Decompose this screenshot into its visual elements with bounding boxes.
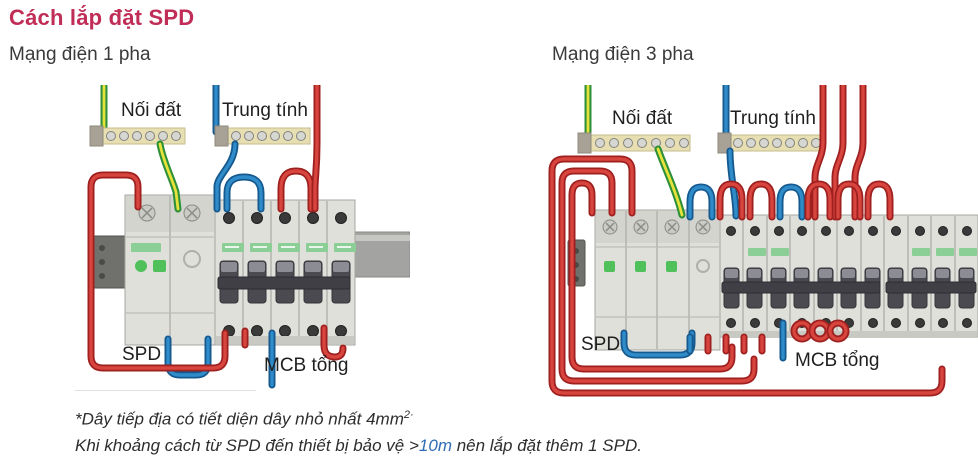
- mounting-bracket: [90, 235, 130, 289]
- footnote-line1-sup: 2: [403, 409, 410, 421]
- footnote-line1-dot: ·: [410, 409, 414, 421]
- footnote-line2-suffix: nên lắp đặt thêm 1 SPD.: [452, 435, 642, 455]
- earth-wire: [156, 140, 182, 213]
- label-spd-1ph: SPD: [122, 344, 162, 365]
- neutral-busbar: [214, 125, 311, 147]
- breaker-bank: [214, 199, 356, 346]
- footnote-line2: Khi khoảng cách từ SPD đến thiết bị bảo …: [75, 433, 642, 459]
- footnote-line1: *Dây tiếp địa có tiết diện dây nhỏ nhất …: [75, 402, 642, 433]
- earth-busbar: [89, 125, 186, 147]
- breaker-bank: [719, 214, 978, 338]
- top-feed-wires: [584, 85, 730, 141]
- spd-device: [124, 194, 216, 346]
- label-spd-3ph: SPD: [581, 334, 621, 355]
- spd-device: [594, 209, 721, 351]
- label-earth-1ph: Nối đất: [121, 100, 182, 121]
- subtitle-single-phase: Mạng điện 1 pha: [9, 44, 151, 65]
- earth-busbar: [577, 132, 691, 154]
- phase-wires: [548, 85, 946, 397]
- label-neutral-1ph: Trung tính: [222, 100, 308, 121]
- neutral-busbar: [717, 132, 821, 154]
- three-phase-photo: [548, 85, 978, 397]
- label-mcb-1ph: MCB tổng: [264, 355, 349, 376]
- page-title: Cách lắp đặt SPD: [9, 5, 195, 30]
- label-earth-3ph: Nối đất: [612, 108, 673, 129]
- footnote-line1-text: *Dây tiếp địa có tiết diện dây nhỏ nhất …: [75, 409, 404, 429]
- footnote-line2-prefix: Khi khoảng cách từ SPD đến thiết bị bảo …: [75, 435, 419, 455]
- top-feed-wires: [100, 85, 220, 136]
- label-mcb-3ph: MCB tổng: [795, 350, 880, 371]
- footnote-line2-highlight: 10m: [418, 435, 452, 455]
- phase-wires: [87, 85, 347, 372]
- din-rail: [352, 231, 410, 278]
- footnotes: *Dây tiếp địa có tiết diện dây nhỏ nhất …: [75, 402, 642, 459]
- photo-bottom-edge: [75, 390, 256, 391]
- single-phase-photo: [87, 85, 410, 389]
- label-neutral-3ph: Trung tính: [730, 108, 816, 129]
- earth-wire: [654, 145, 686, 219]
- subtitle-three-phase: Mạng điện 3 pha: [552, 44, 694, 65]
